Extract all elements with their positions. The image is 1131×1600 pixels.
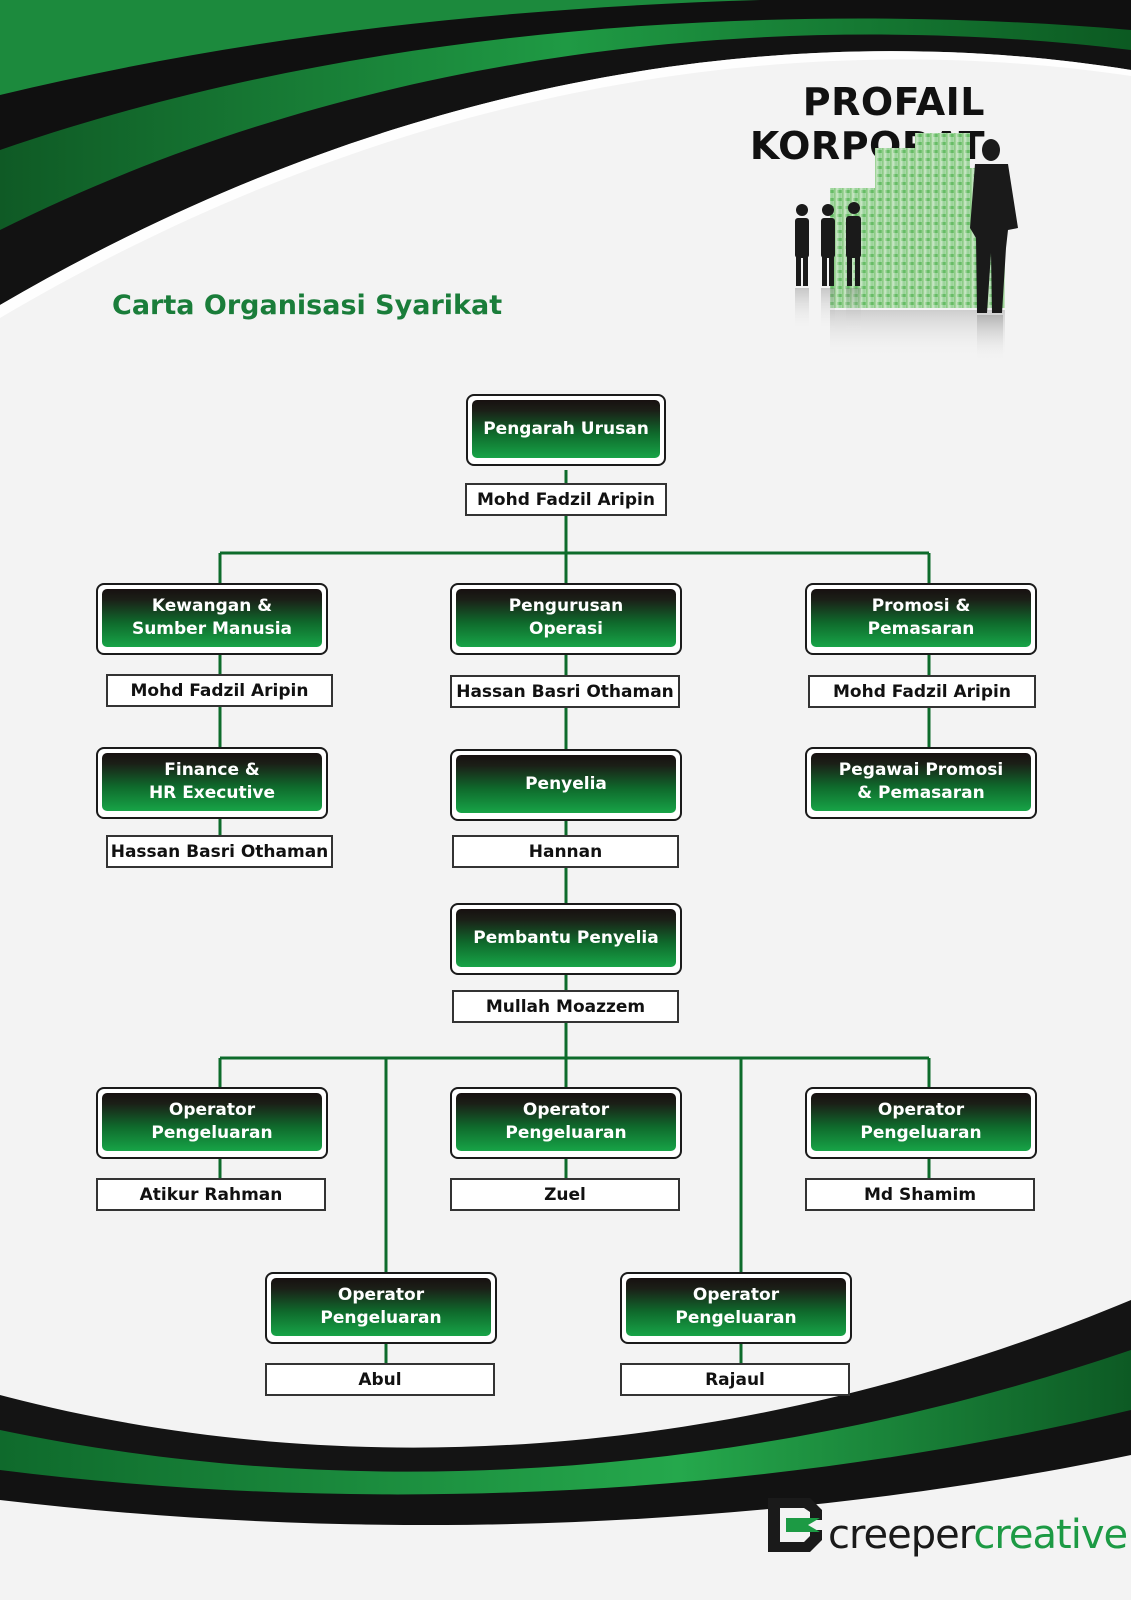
role-title: Pegawai Promosi & Pemasaran: [811, 753, 1031, 811]
org-node-operator-1: Operator Pengeluaran: [96, 1087, 328, 1165]
role-title: Operator Pengeluaran: [811, 1093, 1031, 1151]
brand-logo-text: creepercreative: [828, 1512, 1128, 1558]
brand-word-1: creeper: [828, 1512, 974, 1558]
person-name: Mohd Fadzil Aripin: [106, 674, 333, 707]
business-people-illustration: [795, 133, 1018, 365]
role-title: Operator Pengeluaran: [102, 1093, 322, 1151]
person-name: Abul: [265, 1363, 495, 1396]
role-title: Kewangan & Sumber Manusia: [102, 589, 322, 647]
person-name: Zuel: [450, 1178, 680, 1211]
org-node-pengarah-urusan: Pengarah Urusan: [466, 394, 666, 472]
org-node-pegawai-promosi: Pegawai Promosi & Pemasaran: [805, 747, 1037, 825]
person-name: Md Shamim: [805, 1178, 1035, 1211]
person-name: Mohd Fadzil Aripin: [808, 675, 1036, 708]
person-name: Mohd Fadzil Aripin: [465, 483, 667, 516]
person-name: Mullah Moazzem: [452, 990, 679, 1023]
org-node-operator-2: Operator Pengeluaran: [450, 1087, 682, 1165]
person-name: Hassan Basri Othaman: [106, 835, 333, 868]
role-title: Pengarah Urusan: [472, 400, 660, 458]
org-node-operator-5: Operator Pengeluaran: [620, 1272, 852, 1350]
person-name: Hannan: [452, 835, 679, 868]
org-node-operator-4: Operator Pengeluaran: [265, 1272, 497, 1350]
role-title: Promosi & Pemasaran: [811, 589, 1031, 647]
org-node-pengurusan-operasi: Pengurusan Operasi: [450, 583, 682, 661]
person-name: Hassan Basri Othaman: [450, 675, 680, 708]
org-node-promosi: Promosi & Pemasaran: [805, 583, 1037, 661]
org-node-kewangan: Kewangan & Sumber Manusia: [96, 583, 328, 661]
brand-word-2: creative: [973, 1512, 1128, 1558]
role-title: Penyelia: [456, 755, 676, 813]
role-title: Finance & HR Executive: [102, 753, 322, 811]
person-name: Atikur Rahman: [96, 1178, 326, 1211]
creeper-creative-logo-icon: [768, 1498, 822, 1552]
page-subtitle: Carta Organisasi Syarikat: [112, 290, 503, 321]
role-title: Pembantu Penyelia: [456, 909, 676, 967]
role-title: Pengurusan Operasi: [456, 589, 676, 647]
person-name: Rajaul: [620, 1363, 850, 1396]
role-title: Operator Pengeluaran: [271, 1278, 491, 1336]
org-node-penyelia: Penyelia: [450, 749, 682, 827]
org-node-operator-3: Operator Pengeluaran: [805, 1087, 1037, 1165]
org-node-finance-hr: Finance & HR Executive: [96, 747, 328, 825]
role-title: Operator Pengeluaran: [626, 1278, 846, 1336]
org-node-pembantu-penyelia: Pembantu Penyelia: [450, 903, 682, 981]
role-title: Operator Pengeluaran: [456, 1093, 676, 1151]
